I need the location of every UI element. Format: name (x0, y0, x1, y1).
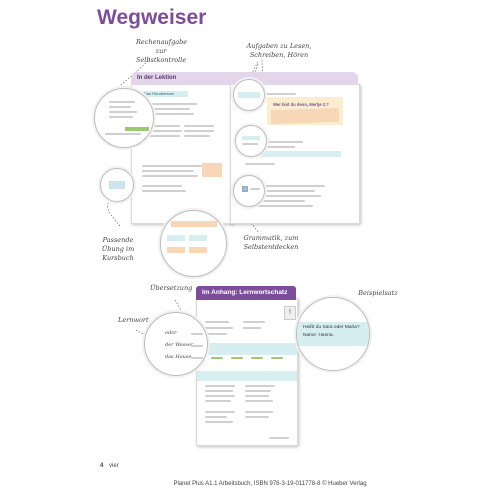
annotation-grammatik: Grammatik, zum Selbstentdecken (243, 234, 299, 251)
zoom-circle-rechenaufgabe (94, 88, 154, 148)
lesson-title-box: Das Renderteam (142, 91, 188, 97)
zoom-circle-reading (235, 125, 267, 157)
speech-box: Wer bist du denn, Mertje 2.? (267, 97, 343, 125)
page-number: 4 vier (100, 463, 119, 469)
appendix-page (196, 298, 298, 446)
zoom-circle-beispielsatz: Heißt du Sara oder Maria? Name: Hanna. (296, 297, 370, 371)
zoom-circle-speech (233, 79, 265, 111)
annotation-passende-uebung: Passende Übung im Kursbuch (101, 236, 135, 262)
zoom-circle-uebung (100, 168, 134, 202)
lesson-band-label: In der Lektion (137, 75, 177, 81)
orange-exercise-box (202, 163, 222, 177)
annotation-aufgaben: Aufgaben zu Lesen, Schreiben, Hören (246, 42, 312, 59)
page-title: Wegweiser (97, 6, 207, 29)
zoom-circle-grammatik (160, 210, 227, 277)
zoom-circle-listening: 1 (233, 175, 265, 207)
appendix-band: Im Anhang: Lernwortschatz (196, 286, 296, 300)
annotation-lernwort: Lernwort (118, 316, 149, 324)
lesson-band: In der Lektion (131, 72, 358, 85)
annotation-rechenaufgabe: Rechenaufgabe zur Selbstkontrolle (136, 38, 188, 64)
appendix-band-label: Im Anhang: Lernwortschatz (202, 289, 288, 296)
appendix-corner-tab: ! (284, 306, 296, 320)
annotation-uebersetzung: Übersetzung (150, 284, 193, 292)
zoom-circle-lernwort: oder der Wasser das Hause (144, 312, 208, 376)
annotation-beispielsatz: Beispielsatz (358, 289, 398, 297)
footer-credit: Planet Plus A1.1 Arbeitsbuch, ISBN 978-3… (173, 481, 367, 487)
